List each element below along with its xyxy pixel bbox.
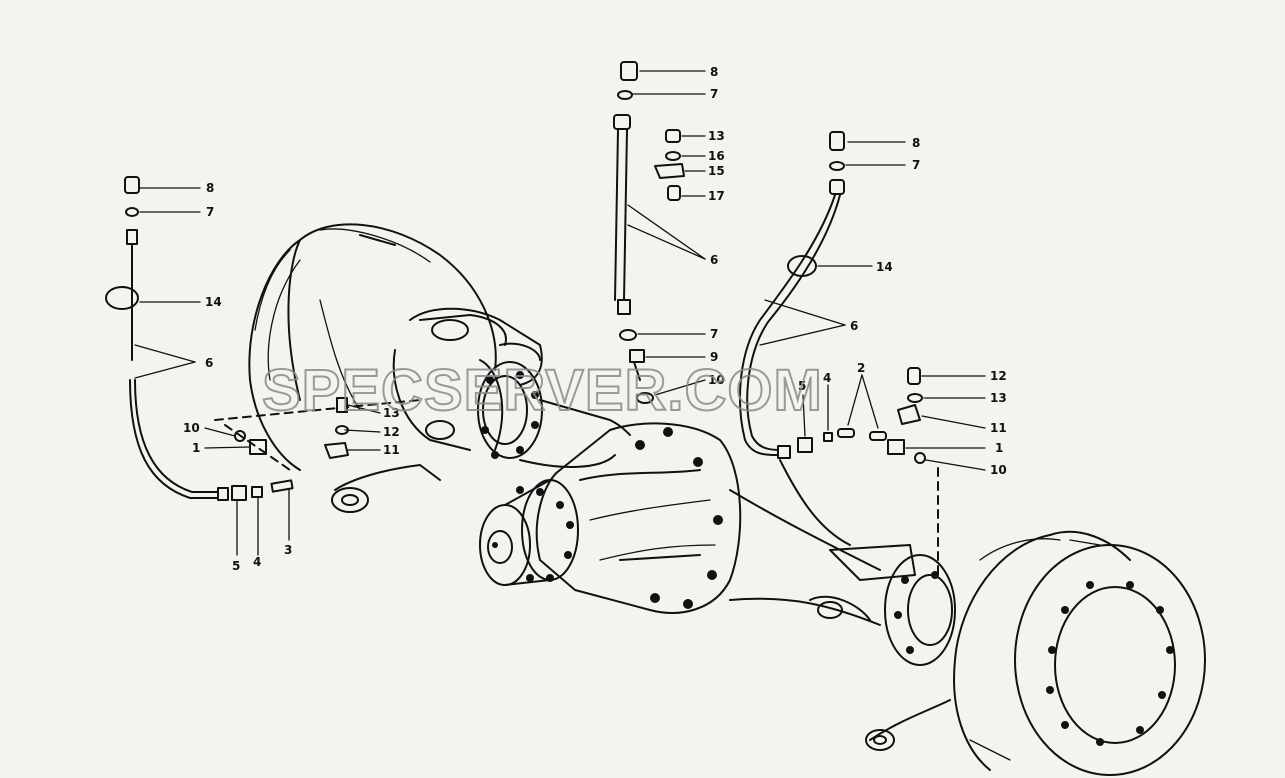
label-11-right: 11 (990, 421, 1007, 435)
left-callouts (134, 187, 381, 556)
label-12-left: 12 (383, 425, 400, 439)
label-6-left: 6 (205, 356, 213, 370)
label-1-left: 1 (192, 441, 200, 455)
left-knuckle (331, 307, 543, 513)
label-16-center: 16 (708, 149, 725, 163)
label-1-right: 1 (995, 441, 1003, 455)
right-hub (865, 554, 956, 751)
label-11-left: 11 (383, 443, 400, 457)
left-brake-hose (105, 176, 421, 501)
label-14-right: 14 (876, 260, 893, 274)
label-12-right: 12 (990, 369, 1007, 383)
differential-housing (535, 422, 742, 614)
label-15-center: 15 (708, 164, 725, 178)
label-7-right: 7 (912, 158, 920, 172)
label-13-left: 13 (383, 406, 400, 420)
watermark-text: SPECSERVER.COM (262, 358, 823, 423)
label-8-left: 8 (206, 181, 214, 195)
label-7-center: 7 (710, 87, 718, 101)
right-axle-tube (729, 489, 916, 626)
left-flange (477, 361, 543, 459)
label-17-center: 17 (708, 189, 725, 203)
pinion-flange (479, 479, 579, 586)
label-6-right: 6 (850, 319, 858, 333)
right-brake-drum (953, 530, 1206, 776)
right-callouts (759, 141, 986, 471)
label-13-center: 13 (708, 129, 725, 143)
label-10-left: 10 (183, 421, 200, 435)
label-6-center: 6 (710, 253, 718, 267)
label-8-right: 8 (912, 136, 920, 150)
label-5-left: 5 (232, 559, 240, 573)
label-13-right: 13 (990, 391, 1007, 405)
label-5-right: 5 (798, 379, 806, 393)
label-9-center: 9 (710, 350, 718, 364)
callout-numbers: 8 7 14 6 10 1 5 4 3 13 12 11 8 7 13 16 1… (183, 65, 1007, 573)
label-10-right: 10 (990, 463, 1007, 477)
center-callouts (627, 70, 706, 396)
label-14-left: 14 (205, 295, 222, 309)
label-2-right: 2 (857, 361, 865, 375)
left-brake-drum (248, 223, 497, 471)
label-7b-center: 7 (710, 327, 718, 341)
label-8-center: 8 (710, 65, 718, 79)
right-brake-hose (739, 131, 939, 581)
label-7-left: 7 (206, 205, 214, 219)
label-10-center: 10 (708, 373, 725, 387)
label-3-left: 3 (284, 543, 292, 557)
center-brake-hose (613, 61, 685, 404)
label-4-right: 4 (823, 371, 831, 385)
label-4-left: 4 (253, 555, 261, 569)
